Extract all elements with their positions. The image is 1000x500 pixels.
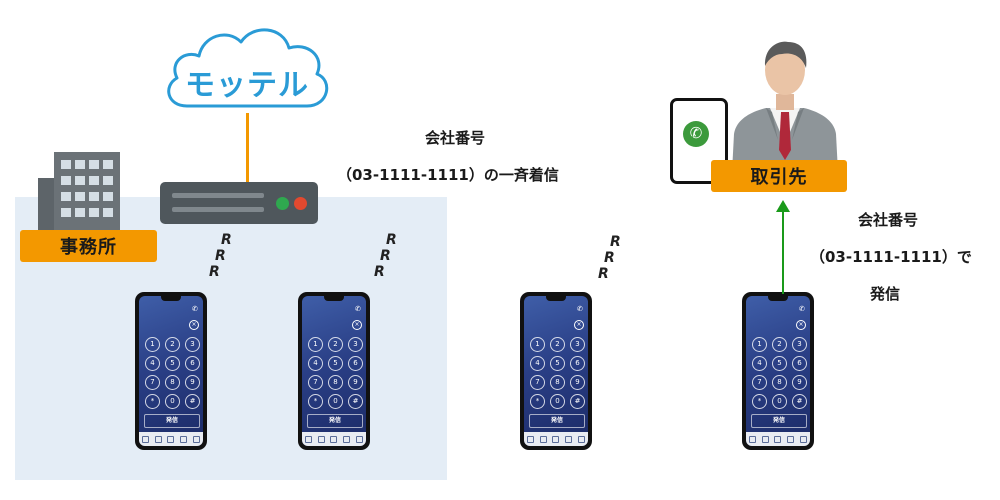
outgoing-call-arrow: [782, 210, 784, 294]
keypad-key: *: [308, 394, 323, 409]
keypad-key: *: [752, 394, 767, 409]
phone-icon: ✆: [577, 305, 583, 313]
keypad-key: 8: [550, 375, 565, 390]
dial-button: 発信: [529, 414, 585, 428]
phone-call-icon: ✆: [683, 121, 709, 147]
keypad-key: 1: [308, 337, 323, 352]
close-icon: ×: [189, 320, 199, 330]
center-caption-line2: （03-1111-1111）の一斉着信: [337, 166, 559, 184]
center-caption-line1: 会社番号: [425, 129, 486, 147]
keypad-key: 3: [185, 337, 200, 352]
right-caption-line3: 発信: [870, 285, 901, 303]
keypad-key: 3: [792, 337, 807, 352]
keypad-key: 2: [165, 337, 180, 352]
keypad-key: 5: [550, 356, 565, 371]
keypad-key: 9: [185, 375, 200, 390]
keypad-key: 1: [145, 337, 160, 352]
keypad-key: 4: [308, 356, 323, 371]
arrow-up-icon: [776, 200, 790, 212]
keypad-key: 2: [550, 337, 565, 352]
keypad-key: 0: [772, 394, 787, 409]
keypad-key: 8: [165, 375, 180, 390]
right-caption-line1: 会社番号: [858, 211, 919, 229]
status-led-green: [276, 197, 289, 210]
keypad-key: 6: [792, 356, 807, 371]
building-icon: [38, 152, 130, 242]
keypad-key: 5: [772, 356, 787, 371]
keypad-key: 7: [145, 375, 160, 390]
cloud-label: モッテル: [185, 68, 309, 103]
keypad-key: *: [530, 394, 545, 409]
keypad-key: 4: [145, 356, 160, 371]
phone-icon: ✆: [192, 305, 198, 313]
keypad-key: 5: [165, 356, 180, 371]
server-icon: [160, 182, 318, 224]
cloud-icon: [167, 28, 329, 108]
keypad-key: 0: [165, 394, 180, 409]
close-icon: ×: [796, 320, 806, 330]
keypad-key: 3: [348, 337, 363, 352]
keypad-key: 7: [308, 375, 323, 390]
keypad-key: #: [570, 394, 585, 409]
keypad-key: 4: [752, 356, 767, 371]
status-led-red: [294, 197, 307, 210]
network-cable: [246, 113, 249, 183]
tab-bar: [139, 432, 203, 446]
keypad-key: 9: [348, 375, 363, 390]
keypad-key: 2: [328, 337, 343, 352]
keypad-key: 8: [328, 375, 343, 390]
tab-bar: [524, 432, 588, 446]
keypad-key: 6: [570, 356, 585, 371]
keypad-key: 6: [348, 356, 363, 371]
phone-icon: ✆: [355, 305, 361, 313]
keypad-key: 6: [185, 356, 200, 371]
keypad-key: 7: [752, 375, 767, 390]
keypad-key: 0: [550, 394, 565, 409]
keypad-key: 1: [752, 337, 767, 352]
keypad-key: 0: [328, 394, 343, 409]
keypad-key: 5: [328, 356, 343, 371]
phone-icon: ✆: [799, 305, 805, 313]
ringing-icon: R R R: [598, 234, 621, 282]
keypad-key: 4: [530, 356, 545, 371]
office-label: 事務所: [20, 230, 157, 262]
keypad-key: #: [792, 394, 807, 409]
keypad-key: 3: [570, 337, 585, 352]
tab-bar: [302, 432, 366, 446]
close-icon: ×: [574, 320, 584, 330]
businessman-icon: [732, 41, 838, 172]
keypad-key: 1: [530, 337, 545, 352]
keypad-key: 7: [530, 375, 545, 390]
keypad-key: 8: [772, 375, 787, 390]
dial-button: 発信: [144, 414, 200, 428]
right-caption-line2: （03-1111-1111）で: [810, 248, 972, 266]
tab-bar: [746, 432, 810, 446]
keypad-key: #: [348, 394, 363, 409]
ringing-icon: R R R: [209, 232, 232, 280]
ringing-icon: R R R: [374, 232, 397, 280]
dial-button: 発信: [751, 414, 807, 428]
keypad-key: 9: [792, 375, 807, 390]
close-icon: ×: [352, 320, 362, 330]
keypad-key: *: [145, 394, 160, 409]
keypad-key: #: [185, 394, 200, 409]
dial-button: 発信: [307, 414, 363, 428]
client-label: 取引先: [711, 160, 847, 192]
keypad-key: 2: [772, 337, 787, 352]
keypad-key: 9: [570, 375, 585, 390]
